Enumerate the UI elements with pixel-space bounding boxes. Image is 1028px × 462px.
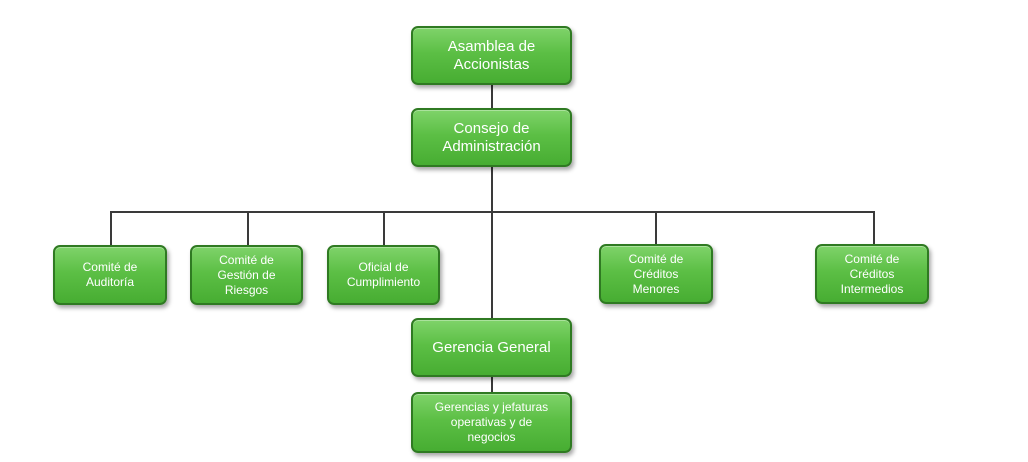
box-asamblea-accionistas: Asamblea de Accionistas bbox=[411, 26, 572, 85]
box-comite-auditoria: Comité de Auditoría bbox=[53, 245, 167, 305]
connector-drop-riesgos bbox=[247, 211, 249, 246]
connector-drop-cumplimiento bbox=[383, 211, 385, 246]
box-oficial-cumplimiento: Oficial de Cumplimiento bbox=[327, 245, 440, 305]
connector-consejo-trunk bbox=[491, 166, 493, 318]
connector-asamblea-consejo bbox=[491, 85, 493, 109]
box-comite-creditos-menores: Comité de Créditos Menores bbox=[599, 244, 713, 304]
connector-gerencia-operativas bbox=[491, 376, 493, 393]
box-consejo-administracion: Consejo de Administración bbox=[411, 108, 572, 167]
connector-drop-auditoria bbox=[110, 211, 112, 246]
box-comite-gestion-riesgos: Comité de Gestión de Riesgos bbox=[190, 245, 303, 305]
box-gerencia-general: Gerencia General bbox=[411, 318, 572, 377]
connector-drop-creditos-intermedios bbox=[873, 211, 875, 245]
connector-drop-creditos-menores bbox=[655, 211, 657, 245]
connector-horizontal-bar bbox=[110, 211, 874, 213]
box-comite-creditos-intermedios: Comité de Créditos Intermedios bbox=[815, 244, 929, 304]
box-gerencias-jefaturas-operativas: Gerencias y jefaturas operativas y de ne… bbox=[411, 392, 572, 453]
